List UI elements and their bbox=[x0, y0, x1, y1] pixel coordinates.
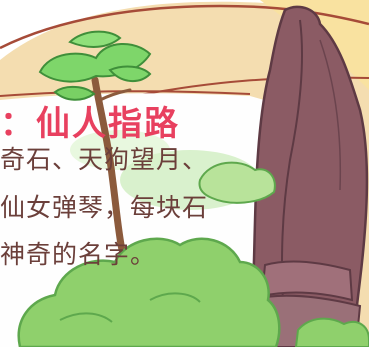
green-mist-2 bbox=[70, 130, 170, 170]
pine-tree-illustration bbox=[38, 30, 152, 254]
green-bush-illustration bbox=[17, 161, 369, 347]
mountain-ridge bbox=[0, 4, 369, 50]
sky-glow bbox=[260, 0, 369, 90]
